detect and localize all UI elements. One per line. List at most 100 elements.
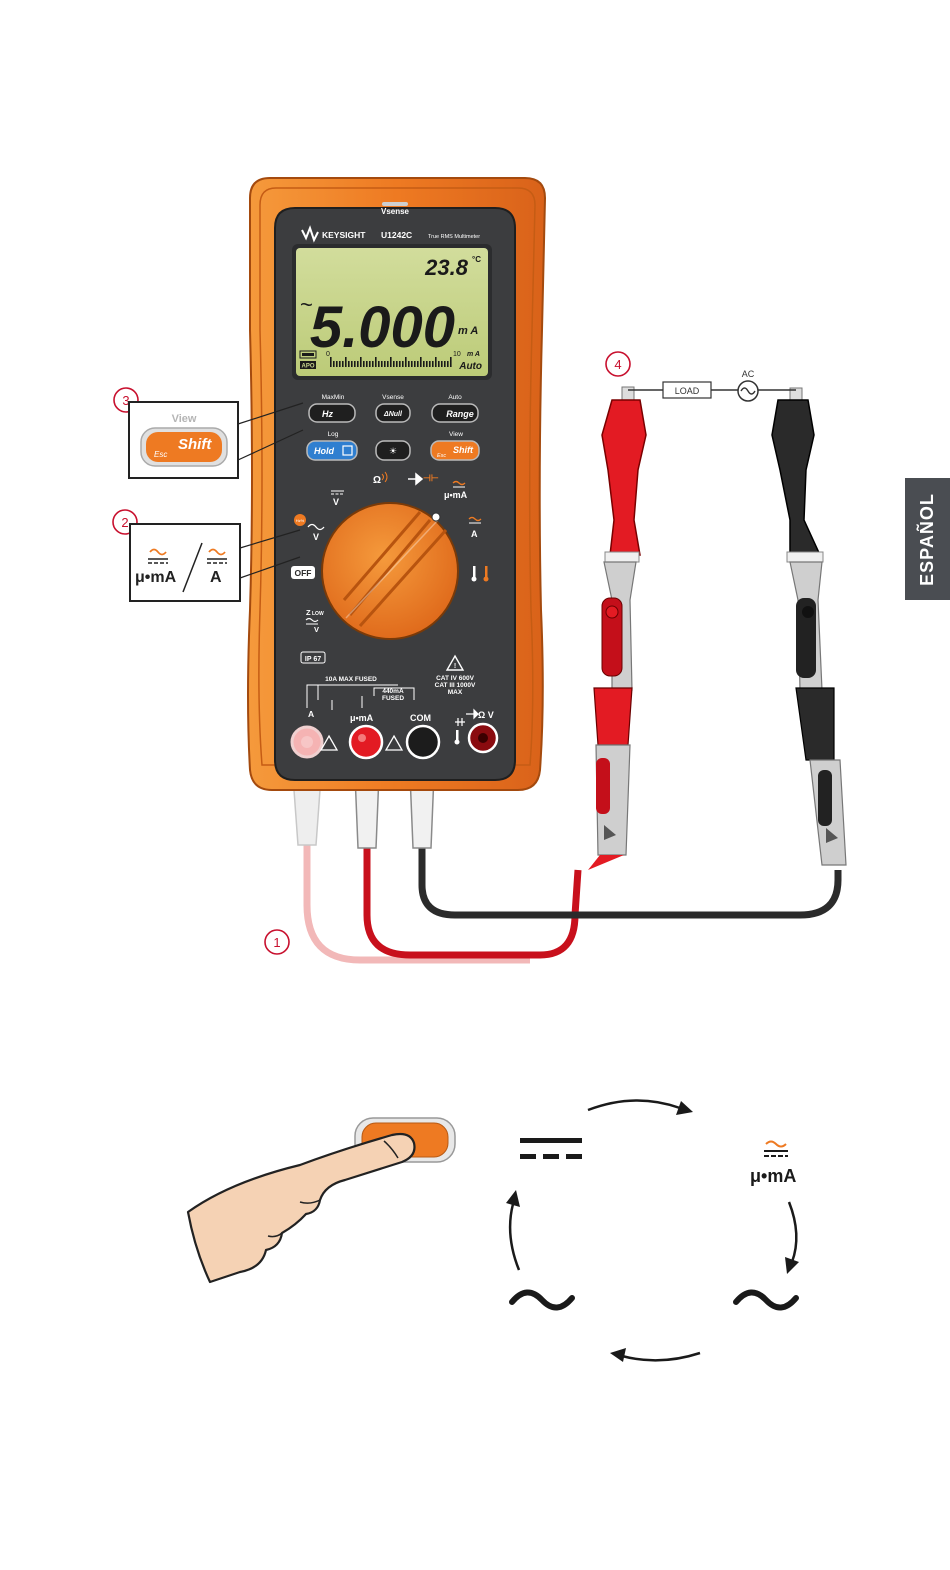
bargraph-tick	[408, 361, 410, 367]
callout-2-number: 2	[121, 515, 128, 530]
shift-button[interactable]	[430, 440, 480, 461]
lead-a-faded	[303, 840, 530, 964]
red-probe	[588, 386, 647, 870]
fused-440ma-label-2: FUSED	[382, 695, 404, 702]
lead-red	[363, 840, 582, 959]
null-button[interactable]	[375, 403, 411, 423]
bargraph-tick	[435, 357, 437, 367]
load-label: LOAD	[675, 386, 700, 396]
backlight-icon: ☀	[389, 446, 397, 456]
language-tab-label: ESPAÑOL	[917, 492, 937, 586]
range-mode: Auto	[458, 361, 482, 372]
bargraph-tick	[357, 361, 359, 367]
callout-2: 2 μ•mA A	[112, 509, 301, 602]
top-vsense-label: Vsense	[381, 207, 410, 216]
hold-button-label: Hold	[314, 446, 334, 456]
shift-button-esc: Esc	[437, 453, 446, 459]
hz-badge	[294, 514, 306, 526]
range-button[interactable]	[431, 403, 479, 423]
bargraph-tick	[375, 357, 377, 367]
terminal-uma-warning-icon	[384, 734, 404, 751]
callout-3-number: 3	[122, 393, 129, 408]
battery-icon	[299, 350, 317, 359]
hand-icon	[186, 1132, 416, 1284]
warning-icon	[445, 654, 465, 671]
dial-off: OFF	[295, 568, 312, 578]
lcd-secondary-value: 23.8	[424, 255, 469, 280]
circuit: LOAD AC	[628, 369, 796, 402]
lead-black	[418, 840, 842, 919]
plug-a-boot	[293, 789, 321, 846]
terminal-v-label: Ω V	[478, 710, 494, 720]
bargraph-tick	[390, 357, 392, 367]
bargraph-tick	[432, 361, 434, 367]
cycle-arrow-bottom	[621, 1351, 701, 1362]
callout-3-shift: Shift	[178, 436, 212, 453]
dial-ohm: Ω	[373, 475, 381, 486]
bargraph-tick	[447, 361, 449, 367]
bargraph-tick	[402, 361, 404, 367]
bargraph-tick	[423, 361, 425, 367]
bargraph-tick	[405, 357, 407, 367]
callout-2-right: A	[210, 569, 222, 586]
callout-3: 3 View Esc Shift	[113, 387, 304, 479]
off-badge	[291, 566, 315, 579]
lcd-display	[296, 248, 488, 376]
lcd-primary-unit: m A	[458, 325, 478, 337]
lcd-primary-value: 5.000	[310, 295, 455, 360]
bargraph-tick	[360, 357, 362, 367]
callout-1-number: 1	[273, 935, 280, 950]
bargraph-tick	[366, 361, 368, 367]
bargraph-tick	[333, 361, 335, 367]
dial-zlow: Z	[306, 608, 311, 617]
hz-button[interactable]	[308, 403, 356, 423]
shift-button-label: Shift	[453, 445, 474, 455]
bargraph-unit: m A	[467, 351, 480, 358]
bargraph-tick	[426, 361, 428, 367]
callout-3-shift-button	[146, 432, 222, 462]
lcd-ac-symbol: ~	[300, 292, 313, 317]
terminal-a-warning-icon	[319, 734, 339, 751]
null-button-label: ΔNull	[383, 411, 403, 418]
bargraph-tick	[381, 361, 383, 367]
dial-a: A	[471, 529, 478, 539]
language-tab: ESPAÑOL	[905, 478, 950, 600]
callout-4-number: 4	[614, 357, 621, 372]
bargraph-tick	[450, 357, 452, 367]
bargraph-tick	[417, 361, 419, 367]
hz-button-label: Hz	[322, 409, 333, 419]
callout-4: 4	[605, 351, 631, 377]
bargraph-tick	[438, 361, 440, 367]
bargraph-tick	[444, 361, 446, 367]
bargraph-tick	[372, 361, 374, 367]
dial-cap: ⊣⊢	[423, 473, 439, 483]
backlight-button[interactable]	[375, 440, 411, 461]
black-probe	[771, 387, 847, 866]
hand-pressing-shift	[186, 1117, 456, 1284]
bargraph-tick	[396, 361, 398, 367]
max-label: MAX	[448, 689, 463, 696]
range-button-label: Range	[446, 409, 474, 419]
dial-zlow-v: V	[314, 625, 319, 634]
bargraph-tick	[399, 361, 401, 367]
multimeter: Vsense KEYSIGHT U1242C True RMS Multimet…	[247, 177, 547, 791]
cat-iv-label: CAT IV 600V	[436, 675, 474, 682]
dial-ac-v: V	[313, 532, 319, 542]
bargraph-tick	[429, 361, 431, 367]
terminal-com[interactable]	[405, 724, 441, 760]
callout-1: 1	[264, 929, 290, 955]
diode-icon	[408, 472, 424, 486]
btn-hold-top: Log	[328, 431, 339, 438]
terminal-uma[interactable]	[348, 724, 384, 760]
cycle-arrow-left	[508, 1203, 521, 1271]
acdc-symbol-icon	[765, 1140, 787, 1148]
bargraph-tick	[387, 361, 389, 367]
ip-rating: IP 67	[305, 656, 321, 663]
log-icon	[342, 445, 353, 456]
cycle-uma-label: μ•mA	[750, 1166, 796, 1186]
bargraph-tick	[369, 361, 371, 367]
rotary-knob[interactable]	[321, 502, 459, 640]
bargraph-tick	[348, 361, 350, 367]
bargraph-tick	[336, 361, 338, 367]
